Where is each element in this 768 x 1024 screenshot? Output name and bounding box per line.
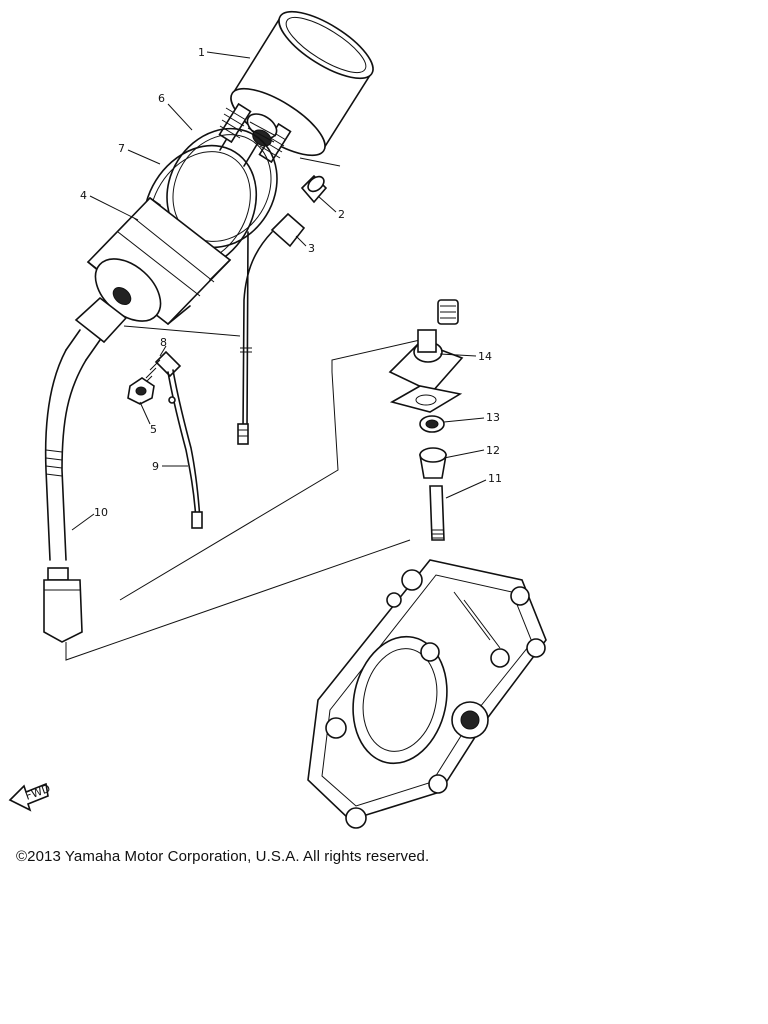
callouts: 1 2 3 4 5 6 7 8 9 10 11 12 13 14 <box>71 46 502 531</box>
callout-6: 6 <box>158 92 165 105</box>
socket-with-wire <box>237 212 306 445</box>
callout-4: 4 <box>80 189 87 202</box>
callout-12: 12 <box>486 444 500 457</box>
lead-wire-assembly <box>141 350 203 529</box>
fwd-arrow-icon: FWD <box>8 782 52 812</box>
callout-2: 2 <box>338 208 345 221</box>
callout-8: 8 <box>160 336 167 349</box>
meter-case <box>86 196 232 326</box>
tachometer-cable <box>43 296 128 643</box>
assembly-lines <box>65 157 421 661</box>
parts-diagram: FWD 1 2 3 4 5 6 7 8 9 10 11 12 13 14 <box>8 10 547 829</box>
callout-7: 7 <box>118 142 125 155</box>
callout-1: 1 <box>198 46 205 59</box>
crankcase-cover <box>307 559 547 829</box>
callout-10: 10 <box>94 506 108 519</box>
callout-11: 11 <box>488 472 502 485</box>
callout-14: 14 <box>478 350 492 363</box>
meter-body <box>218 10 374 167</box>
housing-assembly <box>388 299 464 413</box>
bushing <box>419 447 447 479</box>
nut <box>127 377 155 405</box>
callout-13: 13 <box>486 411 500 424</box>
oil-seal <box>419 415 445 433</box>
callout-5: 5 <box>150 423 157 436</box>
callout-3: 3 <box>308 242 315 255</box>
copyright-notice: ©2013 Yamaha Motor Corporation, U.S.A. A… <box>16 848 430 865</box>
tachometer-shaft <box>429 485 445 541</box>
callout-9: 9 <box>152 460 159 473</box>
bulb <box>300 174 328 204</box>
